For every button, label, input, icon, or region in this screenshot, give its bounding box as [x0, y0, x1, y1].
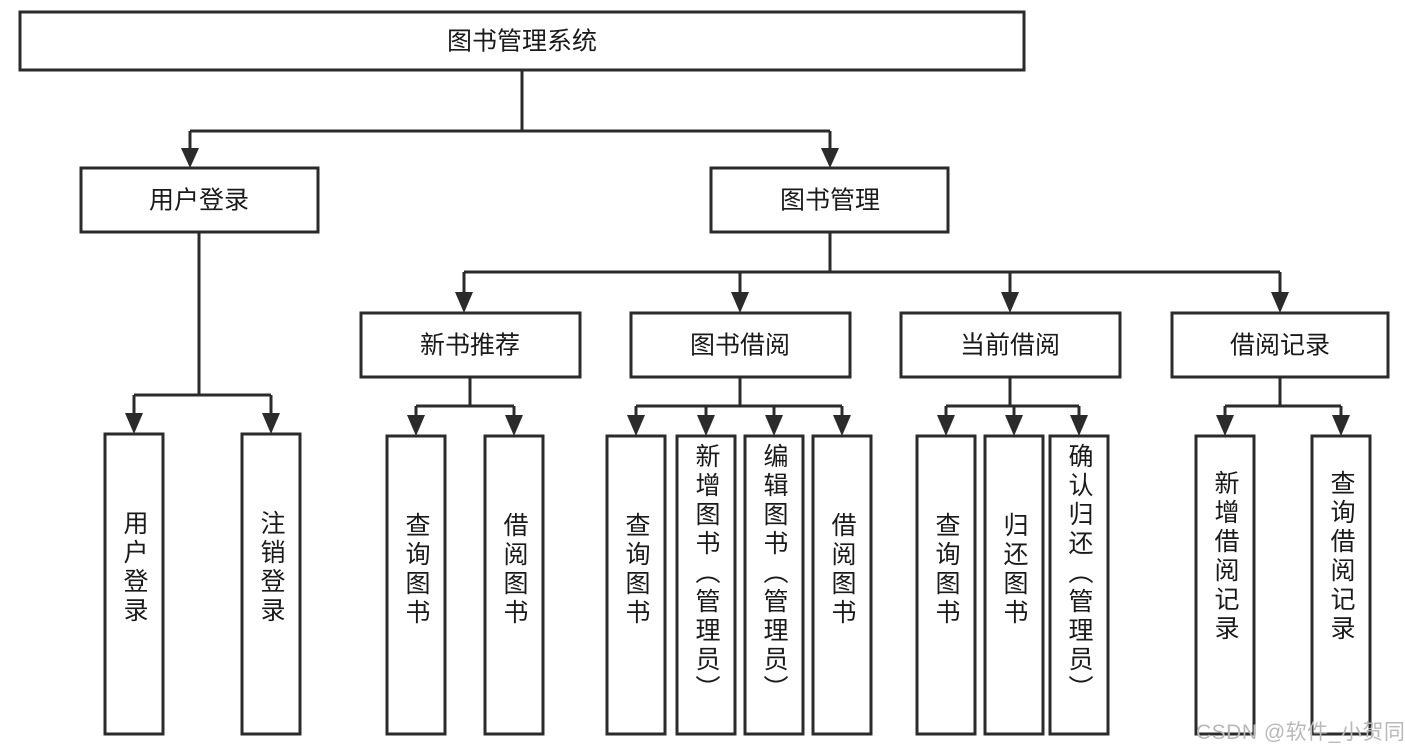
- leaf-edit-book-box[interactable]: [743, 434, 805, 736]
- node-current-borrow[interactable]: 当前借阅: [899, 311, 1122, 379]
- arrow-head-leaf-return-book: [1005, 415, 1023, 436]
- connector-borrowrecord-to-leaves: [1223, 377, 1343, 418]
- node-book-management[interactable]: 图书管理: [709, 166, 950, 234]
- leaf-confirm-return-box[interactable]: [1048, 434, 1110, 736]
- leaf-box-layer: [103, 432, 1372, 736]
- leaf-add-borrow-record-box[interactable]: [1194, 434, 1256, 736]
- node-borrow-record-label: 借阅记录: [1230, 332, 1330, 360]
- node-book-management-box[interactable]: [709, 166, 950, 234]
- arrow-head-leaf-user-logout: [262, 413, 280, 434]
- leaf-query-borrow-record-box[interactable]: [1310, 434, 1372, 736]
- node-new-book-recommend[interactable]: 新书推荐: [359, 311, 582, 379]
- leaf-user-login-box[interactable]: [103, 432, 165, 736]
- node-root-box[interactable]: [18, 10, 1026, 72]
- leaf-query-book-2-box[interactable]: [605, 434, 667, 736]
- node-new-book-recommend-label: 新书推荐: [420, 332, 520, 360]
- arrow-head-current-borrow: [1001, 292, 1019, 313]
- arrow-head-leaf-borrow-book-2: [833, 415, 851, 436]
- arrow-head-leaf-query-borrow-record: [1332, 415, 1350, 436]
- leaf-query-book-3-box[interactable]: [915, 434, 977, 736]
- arrow-head-borrow-record: [1271, 292, 1289, 313]
- node-root-label: 图书管理系统: [447, 28, 597, 56]
- arrow-head-book-borrow: [731, 292, 749, 313]
- arrow-head-new-book-recommend: [455, 292, 473, 313]
- arrow-head-leaf-add-borrow-record: [1216, 415, 1234, 436]
- node-current-borrow-label: 当前借阅: [960, 332, 1060, 360]
- node-root[interactable]: 图书管理系统: [18, 10, 1026, 72]
- arrow-head-leaf-confirm-return: [1070, 415, 1088, 436]
- leaf-borrow-book-2-box[interactable]: [811, 434, 873, 736]
- node-new-book-recommend-box[interactable]: [359, 311, 582, 379]
- node-book-management-label: 图书管理: [780, 187, 880, 215]
- arrow-head-leaf-add-book: [697, 415, 715, 436]
- connector-currentborrow-to-leaves: [944, 377, 1081, 418]
- watermark-text: CSDN @软件_小贺同学: [1196, 721, 1405, 744]
- connector-bookmgmt-to-level3: [462, 232, 1282, 294]
- node-book-borrow-box[interactable]: [629, 311, 852, 379]
- arrow-head-leaf-query-book-1: [407, 415, 425, 436]
- node-book-borrow-label: 图书借阅: [690, 332, 790, 360]
- leaf-user-logout-box[interactable]: [240, 432, 302, 736]
- arrow-head-leaf-user-login: [125, 413, 143, 434]
- leaf-return-book-box[interactable]: [983, 434, 1045, 736]
- connector-newbook-to-leaves: [414, 377, 516, 418]
- node-current-borrow-box[interactable]: [899, 311, 1122, 379]
- connector-layer: [125, 70, 1350, 436]
- node-book-borrow[interactable]: 图书借阅: [629, 311, 852, 379]
- arrow-head-leaf-borrow-book-1: [505, 415, 523, 436]
- arrow-head-book-management: [821, 148, 839, 168]
- node-borrow-record[interactable]: 借阅记录: [1170, 311, 1390, 379]
- node-user-login-box[interactable]: [79, 166, 320, 234]
- leaf-query-book-1-box[interactable]: [385, 434, 447, 736]
- leaf-borrow-book-1-box[interactable]: [483, 434, 545, 736]
- node-user-login-label: 用户登录: [149, 187, 249, 215]
- arrow-head-user-login: [181, 148, 199, 168]
- node-user-login[interactable]: 用户登录: [79, 166, 320, 234]
- connector-root-to-level2: [188, 70, 832, 152]
- node-borrow-record-box[interactable]: [1170, 311, 1390, 379]
- arrow-head-leaf-edit-book: [765, 415, 783, 436]
- arrow-head-leaf-query-book-3: [937, 415, 955, 436]
- leaf-add-book-box[interactable]: [675, 434, 737, 736]
- connector-userlogin-to-leaves: [132, 232, 273, 415]
- arrow-head-leaf-query-book-2: [627, 415, 645, 436]
- connector-bookborrow-to-leaves: [634, 377, 844, 418]
